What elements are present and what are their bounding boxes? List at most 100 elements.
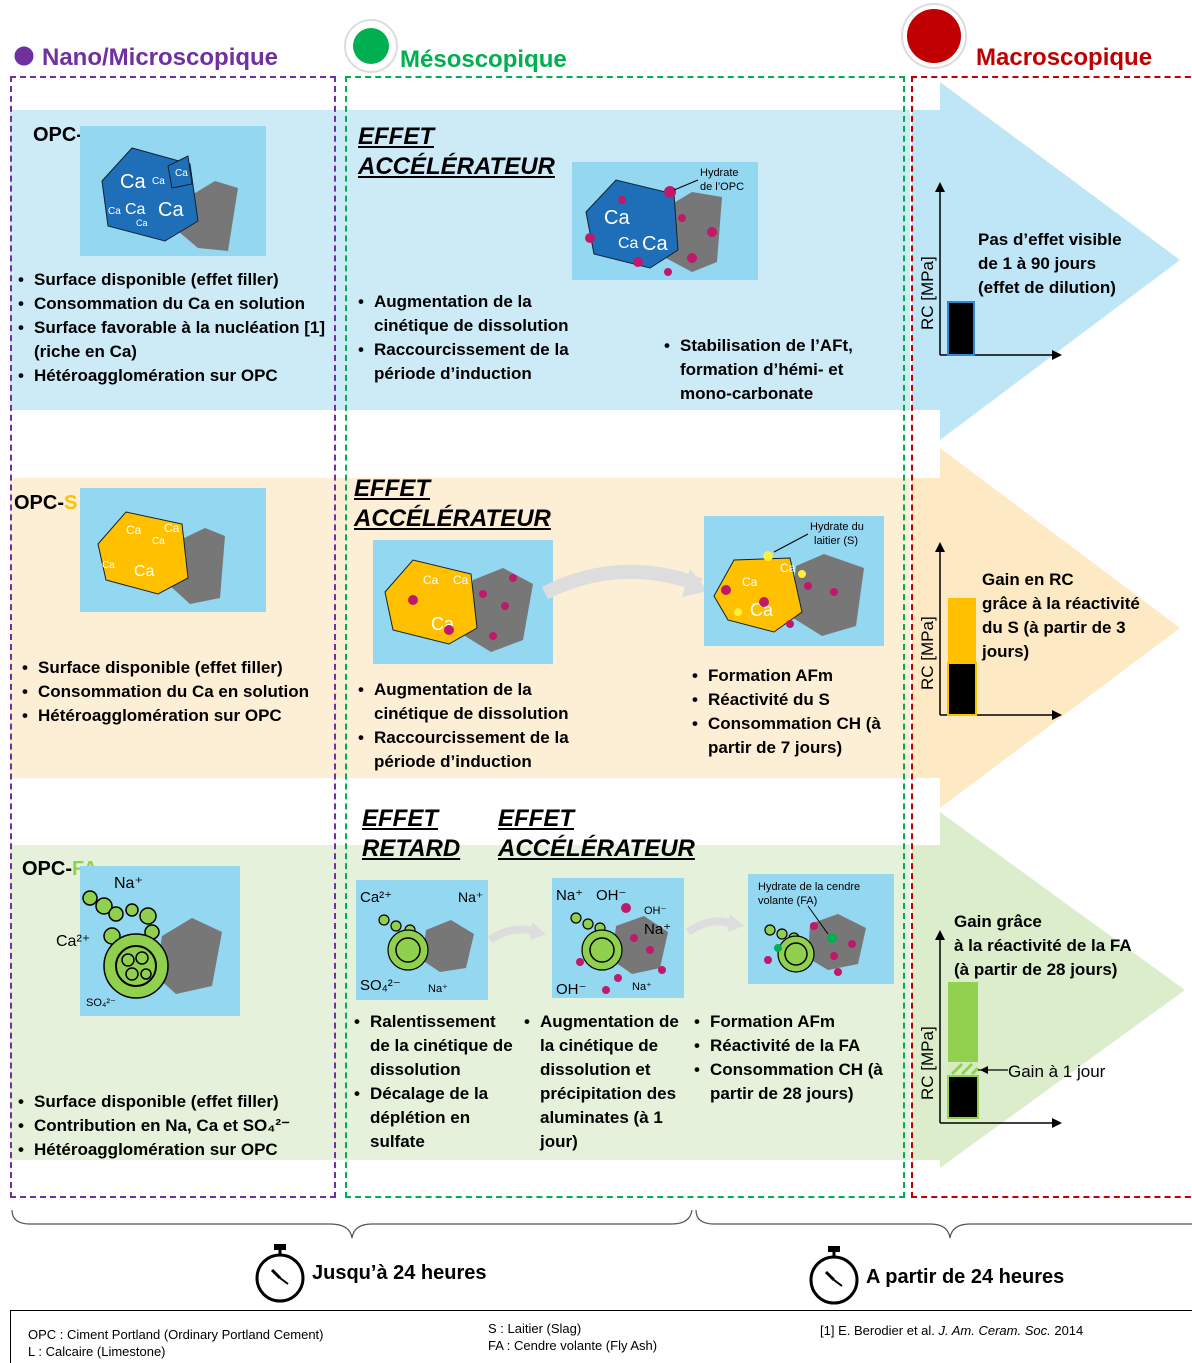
fly-ash-hydrate-illustration: Hydrate de la cendre volante (FA) [748,874,894,984]
svg-text:laitier (S): laitier (S) [814,535,858,547]
limestone-hydrate-illustration: Ca Ca Ca Hydrate de l’OPC [572,162,758,280]
list-item: Raccourcissement de la période d’inducti… [354,726,604,774]
row-fa-nano-bullets: Surface disponible (effet filler) Contri… [14,1090,332,1162]
row-s-axis-label: RC [MPa] [918,616,937,690]
svg-text:Ca: Ca [158,199,184,221]
row-l-axis-label: RC [MPa] [918,256,937,330]
nano-dot-icon [13,45,35,67]
list-item: Contribution en Na, Ca et SO₄²⁻ [14,1114,332,1138]
row-fa-meso-bullets-3: Formation AFm Réactivité de la FA Consom… [690,1010,904,1106]
row-s-title: OPC-S [14,492,78,514]
svg-text:Ca: Ca [152,176,165,187]
row-l-nano-bullets: Surface disponible (effet filler) Consom… [14,268,332,388]
row-s-meso-bullets-left: Augmentation de la cinétique de dissolut… [354,678,604,774]
arrow-limestone [912,82,1180,440]
list-item: Consommation CH (à partir de 7 jours) [688,712,898,760]
svg-text:Ca: Ca [642,233,668,255]
svg-text:Na⁺: Na⁺ [114,875,143,892]
list-item: Augmentation de la cinétique de dissolut… [354,678,604,726]
svg-text:Ca: Ca [126,523,142,537]
rc-bar-fa-gain [948,982,978,1062]
rc-bar-limestone [947,301,975,356]
svg-text:Hydrate du: Hydrate du [810,521,864,533]
rc-bar-slag-base [947,662,977,716]
list-item: Augmentation de la cinétique de dissolut… [354,290,574,338]
stopwatch-icon [809,1246,859,1305]
list-item: Consommation du Ca en solution [14,292,332,316]
row-s-meso-bullets-right: Formation AFm Réactivité du S Consommati… [688,664,898,760]
stopwatch-icon [255,1244,305,1303]
header-macro: Macroscopique [976,44,1153,71]
list-item: Réactivité du S [688,688,898,712]
slag-particle-illustration: Ca Ca Ca Ca Ca [80,488,266,612]
legend-reference: [1] E. Berodier et al. J. Am. Ceram. Soc… [820,1323,1084,1338]
meso-dot-icon [344,19,398,73]
svg-text:Ca: Ca [152,536,165,547]
list-item: Consommation du Ca en solution [18,680,332,704]
list-item: Stabilisation de l’AFt, formation d’hémi… [660,334,875,406]
svg-text:OH⁻: OH⁻ [596,887,626,904]
svg-text:Ca: Ca [780,561,796,575]
svg-text:OH⁻: OH⁻ [644,905,667,917]
svg-text:Ca: Ca [742,575,758,589]
row-fa-meso-bullets-1: Ralentissement de la cinétique de dissol… [350,1010,518,1154]
list-item: Consommation CH (à partir de 28 jours) [690,1058,904,1106]
timeline-left-label: Jusqu’à 24 heures [312,1262,487,1284]
svg-text:Na⁺: Na⁺ [644,921,671,938]
svg-text:Ca²⁺: Ca²⁺ [360,889,392,906]
list-item: Surface disponible (effet filler) [14,1090,332,1114]
svg-text:Ca: Ca [120,171,146,193]
header-meso: Mésoscopique [400,46,567,73]
svg-text:Ca: Ca [134,563,155,580]
fly-ash-accelerateur-illustration: Na⁺ OH⁻ OH⁻ Na⁺ OH⁻ Na⁺ [552,878,684,998]
row-s-nano-bullets: Surface disponible (effet filler) Consom… [18,656,332,728]
arrow-slag [912,448,1180,808]
list-item: Ralentissement de la cinétique de dissol… [350,1010,518,1082]
list-item: Raccourcissement de la période d’inducti… [354,338,574,386]
legend-col-1: OPC : Ciment Portland (Ordinary Portland… [28,1327,324,1359]
list-item: Surface disponible (effet filler) [18,656,332,680]
row-fa-axis-label: RC [MPa] [918,1026,937,1100]
svg-text:SO₄²⁻: SO₄²⁻ [360,977,401,994]
rc-bar-fa-base [947,1075,979,1119]
arrow-fly-ash [912,812,1185,1168]
list-item: Hétéroagglomération sur OPC [18,704,332,728]
svg-text:Na⁺: Na⁺ [428,983,448,995]
svg-text:de l’OPC: de l’OPC [700,181,744,193]
legend-box [10,1310,1192,1363]
svg-text:Ca: Ca [423,573,439,587]
svg-text:Ca: Ca [453,573,469,587]
slag-hydrate-illustration: Ca Ca Ca Hydrate du laitier (S) [704,516,884,646]
svg-text:Ca: Ca [136,218,148,228]
list-item: Surface favorable à la nucléation [1] (r… [14,316,332,364]
svg-text:Hydrate de la cendre: Hydrate de la cendre [758,881,860,893]
fly-ash-retard-illustration: Ca²⁺ Na⁺ SO₄²⁻ Na⁺ [356,880,488,1000]
svg-text:Na⁺: Na⁺ [632,981,652,993]
header-nano: Nano/Microscopique [42,44,279,71]
timeline-brace [11,1209,1192,1239]
fly-ash-arrow-1 [488,922,546,944]
svg-text:Ca: Ca [125,201,146,218]
list-item: Hétéroagglomération sur OPC [14,364,332,388]
row-fa-meso-bullets-2: Augmentation de la cinétique de dissolut… [520,1010,692,1154]
row-fa-gain-label: Gain à 1 jour [1008,1062,1106,1081]
slag-dissolution-illustration: Ca Ca Ca [373,540,553,664]
row-fa-rc-chart [935,930,1062,1128]
row-l-meso-bullets-right: Stabilisation de l’AFt, formation d’hémi… [660,334,875,406]
column-nano [10,76,336,1198]
macro-dot-icon [901,3,967,69]
fly-ash-particle-illustration: Na⁺ Ca²⁺ SO₄²⁻ [56,866,240,1016]
row-l-meso-bullets-left: Augmentation de la cinétique de dissolut… [354,290,574,386]
legend-col-2: S : Laitier (Slag)FA : Cendre volante (F… [488,1321,658,1353]
column-macro [911,76,1192,1198]
svg-text:SO₄²⁻: SO₄²⁻ [86,997,116,1009]
list-item: Formation AFm [690,1010,904,1034]
